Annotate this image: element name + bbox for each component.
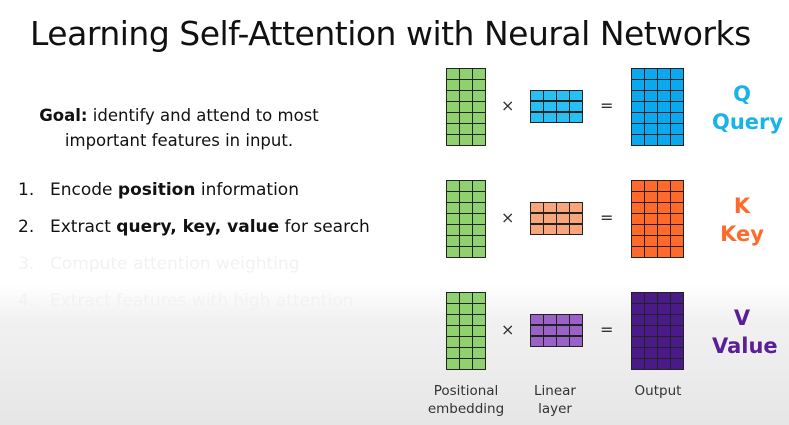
times-operator: × [501,320,515,339]
step-text: Compute [50,254,133,274]
output-matrix-v [631,292,684,370]
step-number: 2. [18,217,35,237]
step-text: features with high attention [116,291,354,311]
slide-title: Learning Self-Attention with Neural Netw… [30,14,751,53]
caption-output: Output [634,383,682,399]
query-label: Q Query [712,80,784,136]
step-item: 3. Compute attention weighting [18,254,300,274]
equals-operator: = [600,208,614,227]
times-operator: × [501,96,515,115]
goal-description: identify and attend to most important fe… [64,106,319,150]
goal-text: Goal: identify and attend to most import… [34,103,324,153]
key-label: K Key [712,192,772,248]
positional-embedding-matrix [446,180,486,258]
positional-embedding-matrix [446,292,486,370]
goal-label: Goal: [39,106,88,125]
linear-layer-matrix-v [530,314,583,347]
matrix-letter: Q [733,82,751,106]
linear-layer-matrix-q [530,90,583,123]
matrix-name: Key [720,222,764,246]
step-item: 4. Extract features with high attention [18,291,353,311]
step-text: Extract [50,217,117,237]
step-text: information [195,180,299,200]
times-operator: × [501,208,515,227]
step-number: 1. [18,180,35,200]
caption-linear: Linear layer [534,383,576,417]
linear-layer-matrix-k [530,202,583,235]
matrix-letter: V [733,306,751,330]
step-text: attention weighting [132,254,300,274]
caption-embedding: Positional embedding [427,383,505,417]
equals-operator: = [600,96,614,115]
equals-operator: = [600,320,614,339]
step-item: 2. Extract query, key, value for search [18,217,370,237]
step-number: 3. [18,254,35,274]
output-matrix-q [631,68,684,146]
positional-embedding-matrix [446,68,486,146]
step-text: for search [279,217,370,237]
step-text: query, key, value [116,217,280,237]
step-number: 4. [18,291,35,311]
value-label: V Value [712,304,778,360]
matrix-letter: K [733,194,751,218]
matrix-name: Query [712,110,784,134]
step-text: Encode [50,180,118,200]
step-text: position [117,180,196,200]
output-matrix-k [631,180,684,258]
step-item: 1. Encode position information [18,180,299,200]
matrix-name: Value [712,334,778,358]
step-text: Extract [50,291,117,311]
